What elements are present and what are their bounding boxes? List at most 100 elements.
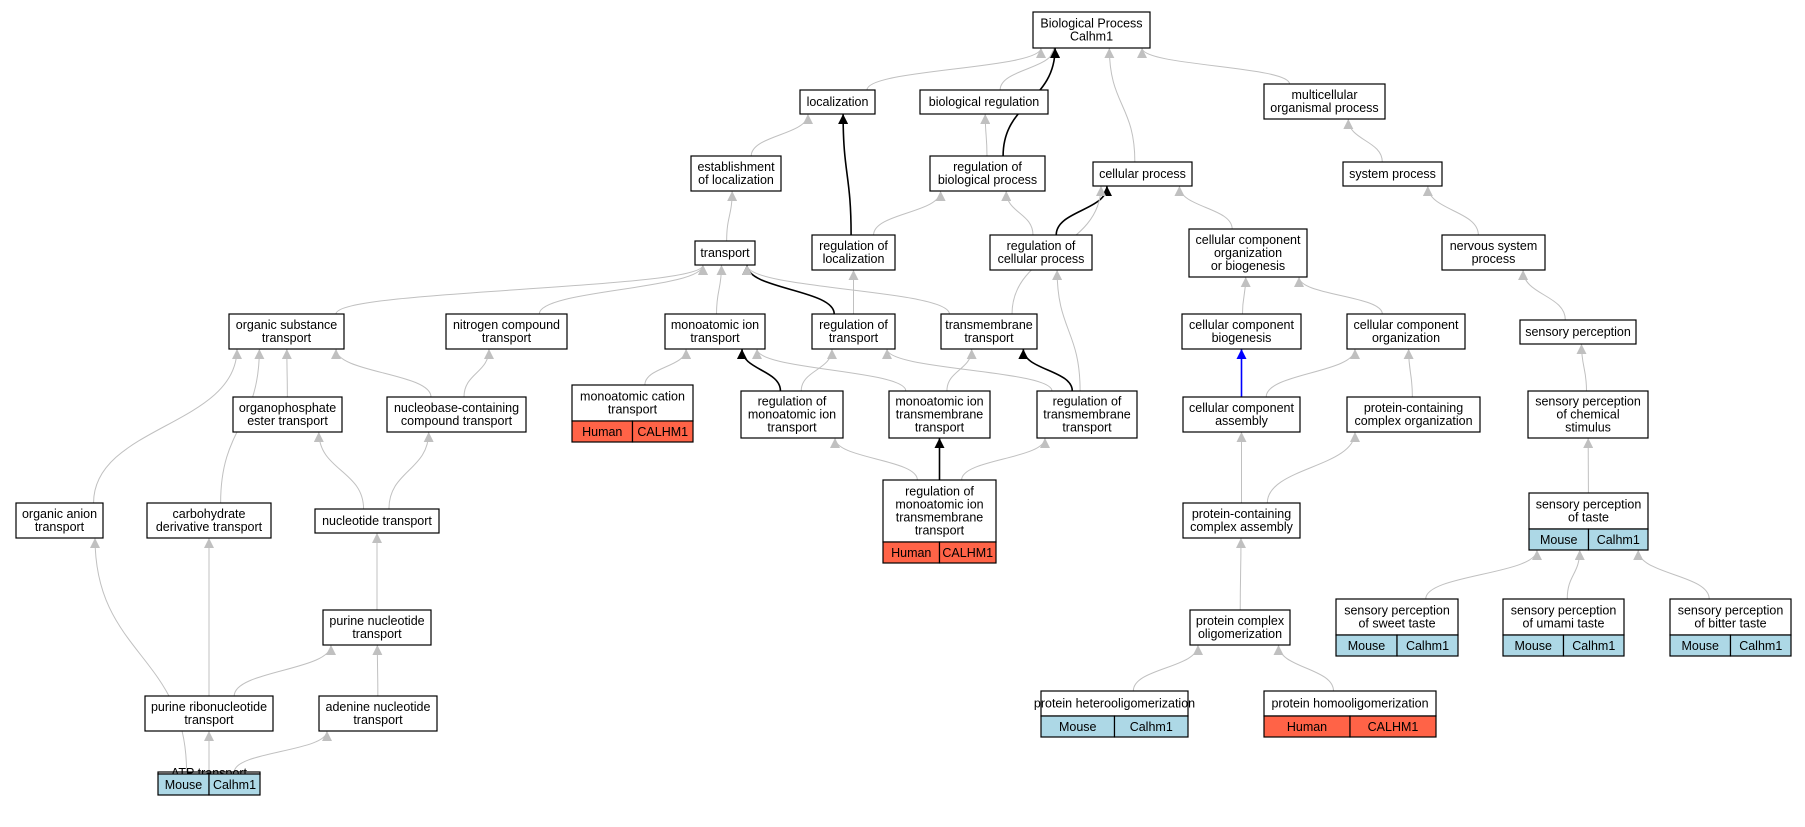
node-box — [694, 240, 756, 266]
node-label: complex assembly — [1190, 520, 1294, 534]
edge-organion-to-orgsub — [93, 348, 242, 504]
node-label: system process — [1349, 167, 1436, 181]
node-label: sensory perception — [1511, 604, 1617, 618]
node-label: assembly — [1215, 414, 1269, 428]
edge-protolig-to-protasm — [1235, 537, 1246, 611]
edge-nervous-to-sysproc — [1422, 185, 1479, 236]
node-label: cellular component — [1196, 233, 1301, 247]
node-label: nervous system — [1450, 239, 1538, 253]
node-label: transport — [690, 331, 740, 345]
edge-regmonoion-to-monoion — [736, 348, 782, 392]
edge-nucleobase-to-orgsub — [331, 348, 432, 398]
edge-multi-to-bp — [1137, 47, 1291, 85]
node-label: monoatomic ion — [895, 395, 983, 409]
go-term-node[interactable]: biological regulation — [919, 89, 1049, 115]
go-term-node[interactable]: sensory perception — [1519, 319, 1637, 345]
node-box — [740, 390, 844, 439]
node-label: transport — [35, 520, 85, 534]
node-label: monoatomic ion — [895, 498, 983, 512]
species-tag-label: Human — [582, 425, 622, 439]
node-label: transport — [262, 331, 312, 345]
go-term-node[interactable]: localization — [799, 89, 876, 115]
edge-regmonoion-to-regtrans — [800, 348, 837, 392]
node-label: oligomerization — [1198, 627, 1282, 641]
node-label: transmembrane — [945, 318, 1033, 332]
edge-regmonoiontm-to-regmonoion — [830, 437, 918, 481]
node-label: of taste — [1568, 511, 1609, 525]
node-label: cellular component — [1354, 318, 1459, 332]
node-label: localization — [807, 95, 869, 109]
node-label: regulation of — [905, 485, 974, 499]
edge-sensperchem-to-sensperc — [1576, 343, 1587, 392]
species-tag-label: Mouse — [165, 778, 203, 792]
node-box — [919, 89, 1049, 115]
node-box — [1189, 609, 1291, 646]
go-term-node[interactable]: transport — [694, 240, 756, 266]
edge-regtm-to-regtrans — [882, 348, 1053, 392]
node-label: of localization — [698, 173, 774, 187]
node-box — [1182, 396, 1301, 433]
node-label: process — [1472, 252, 1516, 266]
go-term-node[interactable]: system process — [1342, 161, 1443, 187]
node-label: protein-containing — [1364, 401, 1463, 415]
node-label: transport — [352, 627, 402, 641]
edge-umami-to-taste — [1566, 549, 1585, 600]
node-label: nucleotide transport — [322, 514, 432, 528]
edge-atp-to-organion — [90, 537, 188, 773]
node-box — [811, 234, 896, 271]
edge-regcell-to-cellproc — [1055, 185, 1112, 236]
node-label: transport — [915, 524, 965, 538]
node-box — [571, 384, 694, 422]
species-tag-label: Calhm1 — [1130, 720, 1173, 734]
node-box — [1040, 690, 1189, 717]
edge-nucleobase-to-nitro — [463, 348, 494, 398]
go-term-node[interactable]: nucleotide transport — [314, 508, 440, 534]
edge-sensperc-to-nervous — [1518, 269, 1566, 321]
edge-bioreg-to-bp — [999, 47, 1059, 91]
species-tag-label: Calhm1 — [1406, 639, 1449, 653]
go-term-node[interactable]: cellular process — [1092, 161, 1193, 187]
edge-tmtrans-to-transport — [742, 264, 950, 315]
node-label: biological regulation — [929, 95, 1040, 109]
